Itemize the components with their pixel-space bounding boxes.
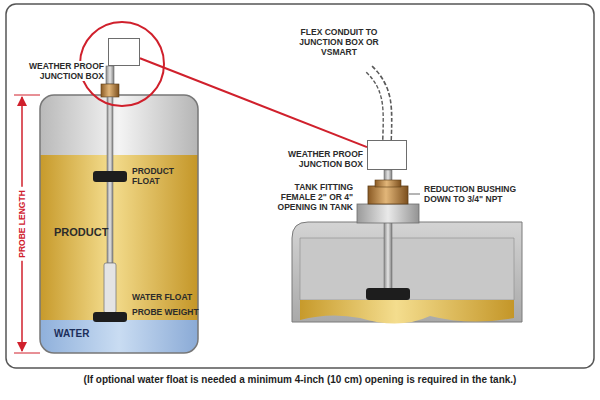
probe-weight — [104, 263, 116, 313]
dimension-tick — [14, 353, 40, 354]
part-label: FLEX CONDUIT TO JUNCTION BOX OR VSMART — [288, 27, 390, 57]
tank-interior — [300, 238, 514, 300]
callout-line — [140, 58, 367, 147]
part-label: REDUCTION BUSHING DOWN TO 3/4" NPT — [424, 184, 536, 204]
fitting — [101, 84, 119, 97]
product-float — [93, 171, 127, 182]
part-label: WEATHER PROOF JUNCTION BOX — [272, 149, 364, 169]
part-label: WEATHER PROOF JUNCTION BOX — [13, 61, 105, 81]
dimension-label: PROBE LENGTH — [17, 187, 27, 261]
probe-head — [106, 66, 114, 84]
bushing-hex — [375, 180, 401, 187]
leader-line — [409, 194, 420, 195]
junction-box: WEATHER PROOF JUNCTION BOX — [108, 38, 140, 66]
region-label: PRODUCT — [54, 226, 108, 239]
flex-conduit-core — [368, 68, 388, 140]
caption: (If optional water float is needed a min… — [0, 374, 600, 386]
frame — [6, 4, 594, 368]
tank-outline — [40, 95, 198, 353]
part-label: PRODUCT FLOAT — [132, 166, 188, 186]
product-float — [366, 288, 410, 300]
dimension-tick — [14, 95, 40, 96]
flex-conduit — [368, 68, 388, 140]
junction-box: WEATHER PROOF JUNCTION BOX — [367, 140, 407, 170]
reduction-bushing — [368, 186, 408, 204]
water-float — [93, 312, 127, 322]
tank — [40, 95, 198, 353]
product-surface — [300, 300, 514, 324]
tank-fitting — [357, 204, 419, 223]
region-label: WATER — [54, 328, 89, 340]
part-label: PROBE WEIGHT — [132, 307, 199, 317]
part-label: WATER FLOAT — [132, 292, 192, 302]
part-label: TANK FITTING FEMALE 2" OR 4" OPENING IN … — [258, 182, 353, 212]
